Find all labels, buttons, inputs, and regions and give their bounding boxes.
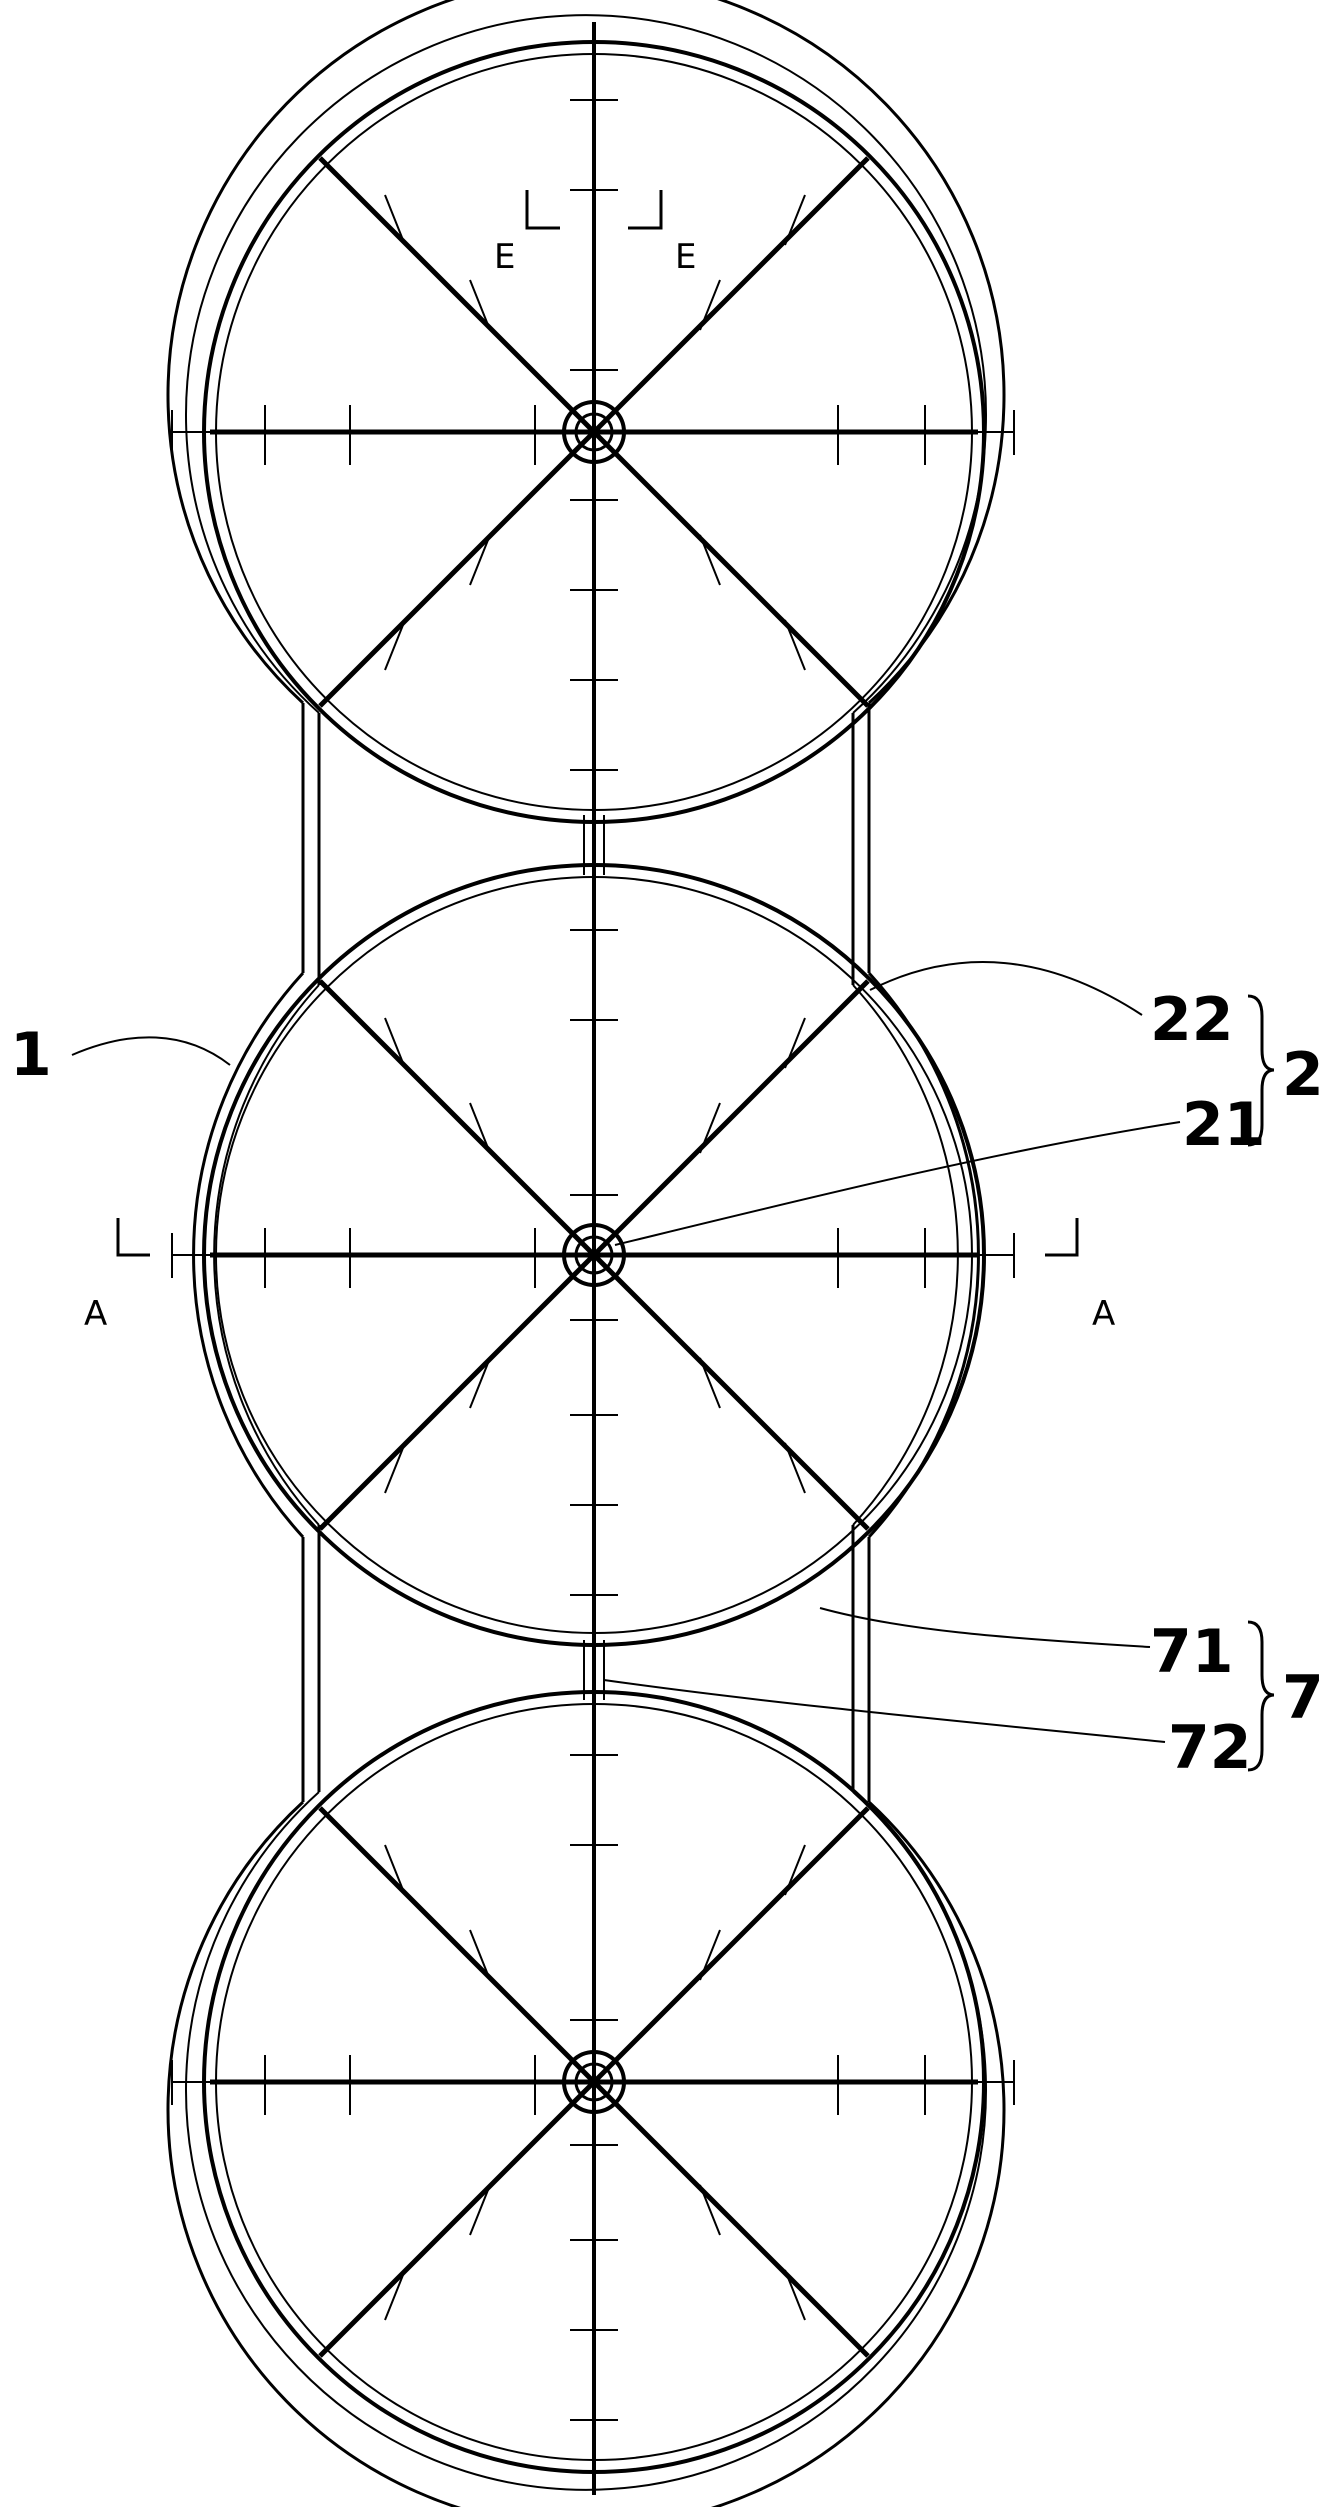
tank-bottom-hub xyxy=(562,2050,626,2114)
label-part-71: 71 xyxy=(1150,1617,1234,1687)
label-part-1: 1 xyxy=(10,1020,52,1090)
tank-middle-wall-outer xyxy=(202,863,986,1647)
braces xyxy=(1247,994,1275,1772)
tank-middle-hub xyxy=(562,1223,626,1287)
tank-middle-ticks xyxy=(264,929,926,1596)
section-e-left: E xyxy=(494,237,515,277)
label-part-72: 72 xyxy=(1168,1713,1252,1783)
tank-top-hub xyxy=(562,400,626,464)
section-a-left: A xyxy=(84,1294,107,1334)
tank-middle xyxy=(202,863,986,1647)
section-a-right: A xyxy=(1092,1294,1115,1334)
label-part-21: 21 xyxy=(1182,1090,1266,1160)
tank-bottom-wall-outer xyxy=(202,1690,986,2474)
section-markers: E E A A xyxy=(84,190,1115,1334)
label-part-22: 22 xyxy=(1150,985,1234,1055)
tank-bottom-ticks xyxy=(264,1754,926,2421)
label-part-2: 2 xyxy=(1282,1040,1324,1110)
tank-top xyxy=(202,40,986,824)
tank-top-ticks xyxy=(264,99,926,771)
label-part-7: 7 xyxy=(1282,1663,1324,1733)
leader-lines xyxy=(71,961,1181,1743)
tank-bottom xyxy=(202,1690,986,2474)
tank-top-wall-outer xyxy=(202,40,986,824)
part-labels: 1 22 21 2 71 72 7 xyxy=(10,985,1324,1783)
section-e-right: E xyxy=(675,237,696,277)
